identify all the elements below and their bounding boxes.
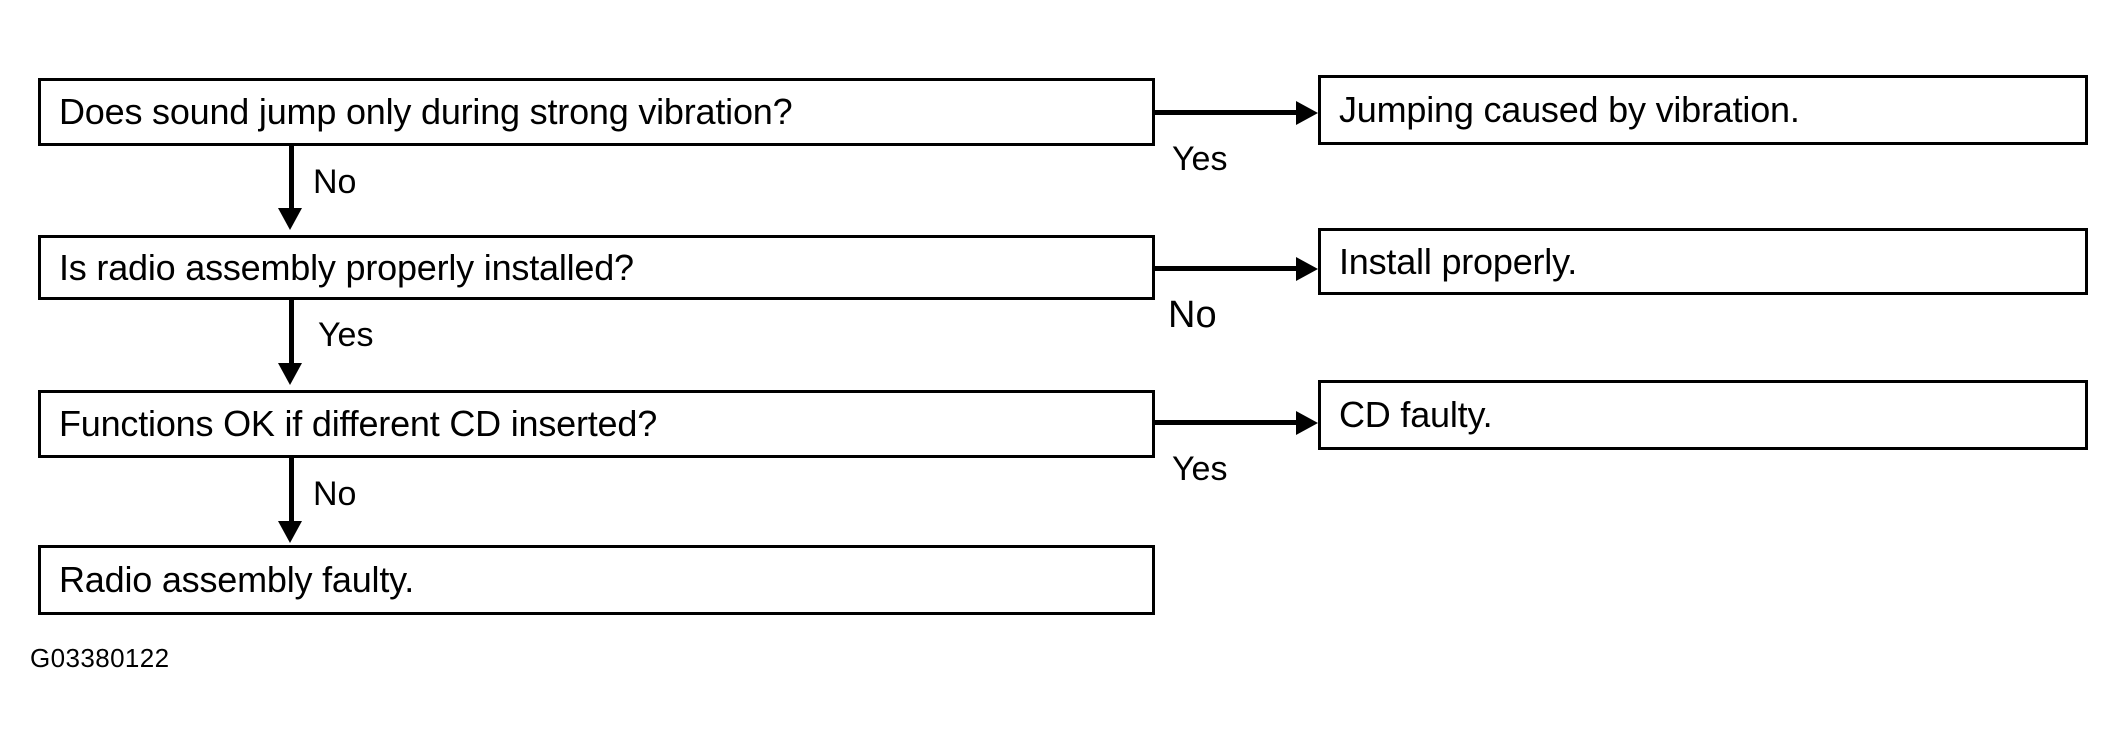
connector-line — [289, 458, 294, 526]
connector-line — [1155, 110, 1303, 115]
arrow-right-icon — [1296, 257, 1318, 281]
arrow-down-icon — [278, 208, 302, 230]
connector-line — [289, 146, 294, 214]
node-label: Functions OK if different CD inserted? — [59, 403, 658, 445]
arrow-down-icon — [278, 521, 302, 543]
arrow-right-icon — [1296, 101, 1318, 125]
node-label: Install properly. — [1339, 240, 1578, 282]
node-label: CD faulty. — [1339, 394, 1493, 436]
connector-line — [1155, 266, 1303, 271]
connector-line — [289, 300, 294, 368]
flowchart-node-result: Radio assembly faulty. — [38, 545, 1155, 615]
edge-label-yes: Yes — [1172, 450, 1228, 488]
flowchart-node-outcome-1: Jumping caused by vibration. — [1318, 75, 2088, 145]
arrow-right-icon — [1296, 411, 1318, 435]
edge-label-no: No — [1168, 294, 1217, 336]
flowchart-node-question-3: Functions OK if different CD inserted? — [38, 390, 1155, 458]
flowchart-node-question-2: Is radio assembly properly installed? — [38, 235, 1155, 300]
edge-label-yes: Yes — [1172, 140, 1228, 178]
flowchart-node-outcome-3: CD faulty. — [1318, 380, 2088, 450]
arrow-down-icon — [278, 363, 302, 385]
node-label: Does sound jump only during strong vibra… — [59, 91, 793, 133]
flowchart-node-question-1: Does sound jump only during strong vibra… — [38, 78, 1155, 146]
node-label: Is radio assembly properly installed? — [59, 246, 634, 288]
flowchart-node-outcome-2: Install properly. — [1318, 228, 2088, 295]
node-label: Jumping caused by vibration. — [1339, 89, 1800, 131]
figure-caption: G03380122 — [30, 643, 170, 673]
edge-label-yes: Yes — [318, 316, 374, 354]
connector-line — [1155, 420, 1303, 425]
edge-label-no: No — [313, 475, 357, 513]
node-label: Radio assembly faulty. — [59, 559, 415, 601]
edge-label-no: No — [313, 163, 357, 201]
